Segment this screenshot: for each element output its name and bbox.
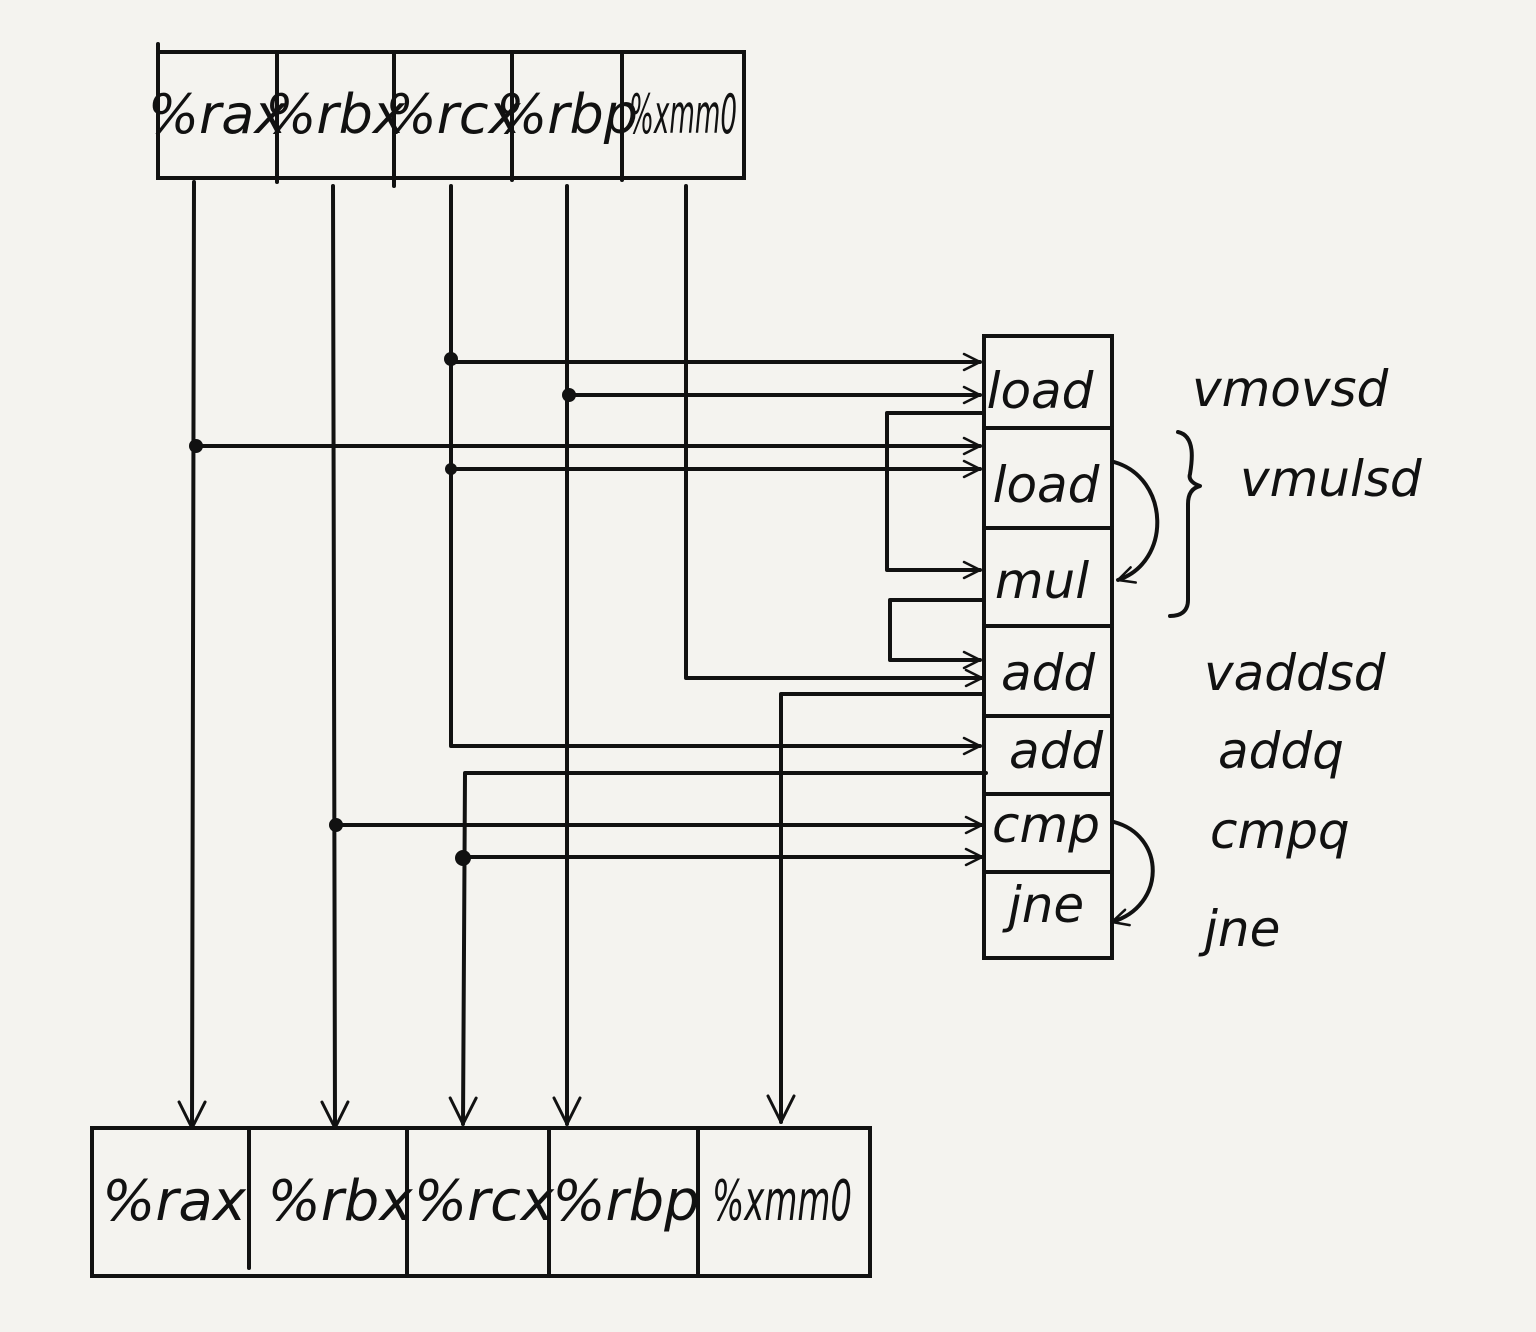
instr-vmovsd: vmovsd <box>1192 360 1389 418</box>
bottom-register-rcx: %rcx <box>414 1169 555 1234</box>
op-cmp: cmp <box>992 796 1100 854</box>
bottom-register-frame <box>90 1126 872 1278</box>
operation-column: load load mul add add cmp jne <box>982 334 1114 960</box>
bottom-register-rax: %rax <box>102 1169 247 1234</box>
rbx-flow-line <box>320 184 350 1130</box>
bottom-register-xmm0: %xmm0 <box>712 1169 852 1234</box>
rcx-flow-to-addq <box>449 184 982 756</box>
instruction-labels: vmovsd vmulsd vaddsd addq cmpq jne <box>1168 360 1422 958</box>
xmm0-flow-from-add <box>766 692 986 1124</box>
junction-dot <box>189 439 203 453</box>
junction-dots <box>189 352 576 866</box>
rax-flow-line <box>177 180 207 1130</box>
top-register-rbx: %rbx <box>265 83 406 146</box>
top-register-xmm0: %xmm0 <box>629 83 737 146</box>
vmulsd-brace <box>1168 430 1202 618</box>
junction-dot <box>329 818 343 832</box>
top-register-file: %rax %rbx %rcx %rbp %xmm0 <box>148 42 746 188</box>
op-add-1: add <box>1001 644 1095 702</box>
rcx-flow-from-addq <box>448 771 988 1126</box>
top-register-rbp: %rbp <box>496 83 638 146</box>
op-add-2: add <box>1009 722 1103 780</box>
junction-dot <box>444 352 458 366</box>
instr-addq: addq <box>1218 722 1344 780</box>
op-mul: mul <box>995 552 1089 610</box>
top-register-frame <box>156 50 746 180</box>
instr-vmulsd: vmulsd <box>1240 450 1422 508</box>
top-register-rcx: %rcx <box>385 83 521 146</box>
op-load-1: load <box>987 362 1094 420</box>
op-jne: jne <box>1002 876 1084 934</box>
bottom-register-rbp: %rbp <box>552 1169 699 1234</box>
instr-jne: jne <box>1198 900 1280 958</box>
load2-to-mul-curve <box>1112 460 1160 584</box>
operation-frame <box>982 334 1114 960</box>
junction-dot <box>445 463 457 475</box>
op-load-2: load <box>993 456 1100 514</box>
cmp-to-jne-curve <box>1110 820 1155 927</box>
instr-cmpq: cmpq <box>1210 802 1350 860</box>
load1-to-mul <box>885 411 986 580</box>
xmm0-flow-to-add <box>684 184 984 688</box>
top-register-rax: %rax <box>148 83 288 146</box>
bottom-register-file: %rax %rbx %rcx %rbp %xmm0 <box>90 1126 872 1278</box>
junction-dot <box>455 850 471 866</box>
operand-branches <box>194 352 1160 927</box>
instr-vaddsd: vaddsd <box>1204 644 1386 702</box>
register-flow-lines <box>177 180 988 1130</box>
junction-dot <box>562 388 576 402</box>
bottom-register-rbx: %rbx <box>268 1169 414 1234</box>
mul-to-add <box>888 598 986 670</box>
